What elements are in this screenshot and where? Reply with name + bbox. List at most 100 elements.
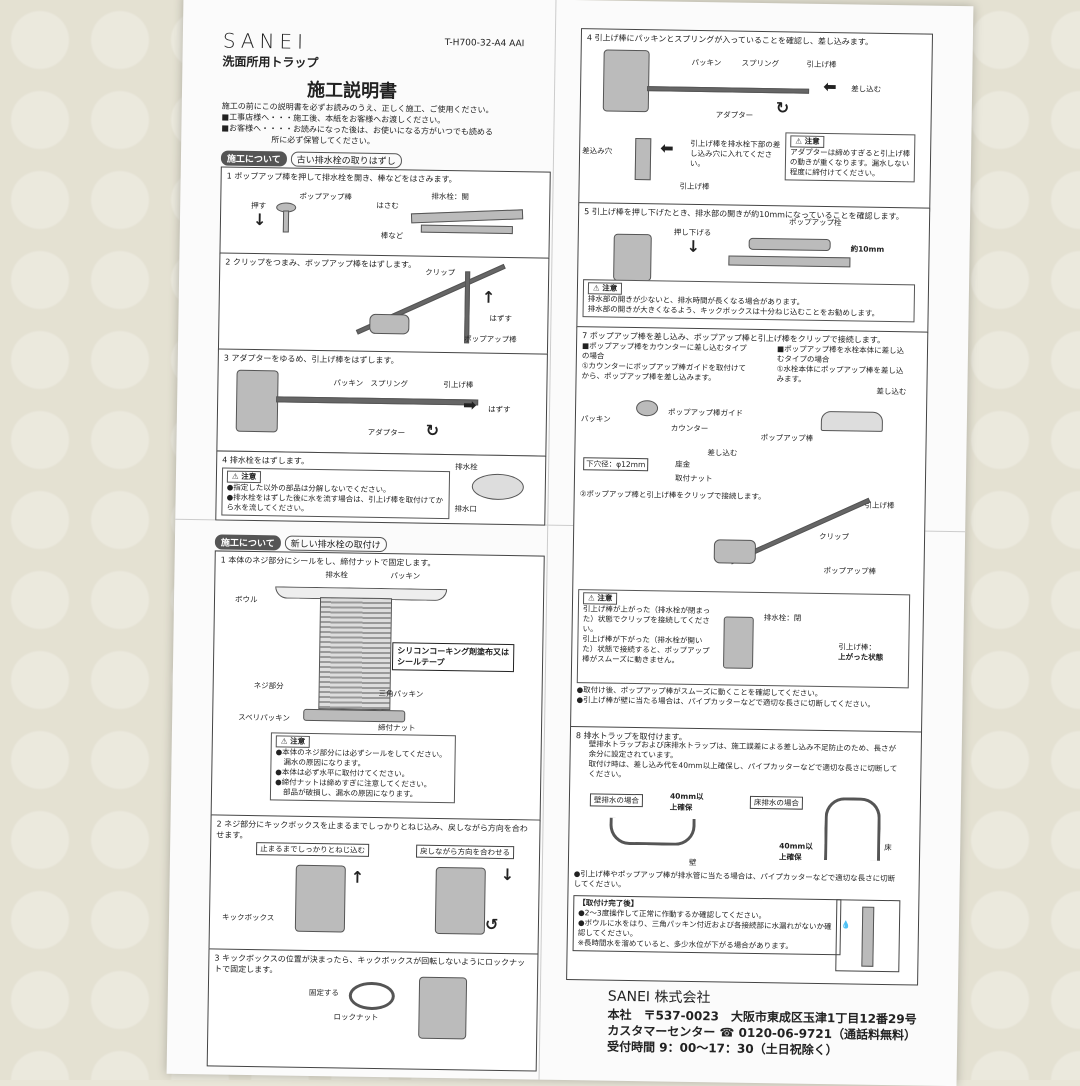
diagram-label: カウンター [670,423,709,434]
step-text: 1 ポップアップ棒を押して排水栓を開き、棒などをはさみます。 [226,171,457,185]
diagram-label: はさむ [376,200,399,211]
diagram-label: 引上げ棒 [806,59,837,70]
diagram-label: 壁排水の場合 [589,793,644,808]
popup-rod-guide [635,400,659,417]
diagram-label: クリップ [819,531,850,542]
completion-check-box: 【取付け完了後】 ●2〜3度操作して正常に作動するか確認してください。 ●ボウル… [572,895,842,956]
footer-contact: 本社 〒537-0023 大阪市東成区玉津1丁目12番29号 カスタマーセンター… [607,1007,917,1060]
diagram-label: 締付ナット [377,723,416,733]
diagram-label: 差し込む [876,386,907,397]
caution-box: ⚠ 注意 アダプターは締めすぎると引上げ棒の動きが重くなります。漏水しない程度に… [784,132,916,183]
step-text: 3 アダプターをゆるめ、引上げ棒をはずします。 [223,353,399,366]
section-header-install: 施工について 新しい排水栓の取付け [214,534,387,553]
drain-plug [471,473,525,501]
diagram-label: 戻しながら方向を合わせる [415,844,515,860]
step7-type-b: ■ポップアップ棒を水栓本体に差し込むタイプの場合 ①水栓本体にポップアップ棒を差… [776,344,907,386]
removal-step-1: 1 ポップアップ棒を押して排水栓を開き、棒などをはさみます。 押す ↓ ポップア… [219,166,551,260]
rotate-icon: ↻ [425,420,440,440]
drain-body [613,233,652,282]
sealant-callout: シリコンコーキング剤塗布又は シールテープ [391,642,515,673]
wall-trap [609,817,696,847]
document-title: 施工説明書 [306,79,398,103]
step7-type-a: ■ポップアップ棒をカウンターに差し込むタイプの場合 ①カウンターにポップアップ棒… [581,341,752,384]
step-text: 5 引上げ棒を押し下げたとき、排水部の開きが約10mmになっていることを確認しま… [584,207,904,222]
install-step-2: 2 ネジ部分にキックボックスを止まるまでしっかりとねじ込み、戻しながら方向を合わ… [208,814,541,956]
lock-nut-ring [348,981,396,1011]
diagram-label: 三角パッキン [378,689,424,699]
popup-rod [282,210,290,233]
diagram-label: 排水口 [454,504,478,514]
diagram-label: 上がった状態 [838,652,884,662]
diagram-label: 排水栓 [325,570,348,580]
removal-step-4: 4 排水栓をはずします。 ⚠ 注意 ●指定した以外の部品は分解しないでください。… [215,450,547,526]
diagram-label: スプリング [741,58,780,69]
completion-illustration: 💧 [835,899,901,973]
install-step-7: 7 ポップアップ棒を差し込み、ポップアップ棒と引上げ棒をクリップで接続します。 … [570,326,929,736]
diagram-label: 差込み穴 [582,146,613,156]
drain-body [235,369,279,433]
arrow-left-icon: ⬅ [823,76,837,97]
step-text: 4 引上げ棒にパッキンとスプリングが入っていることを確認し、差し込みます。 [586,33,874,47]
instruction-sheet: SANEI 洗面所用トラップ T-H700-32-A4 AAI 施工説明書 施工… [166,0,974,1086]
pull-rod [276,396,479,406]
drain-body [369,313,410,335]
rotate-icon: ↺ [484,914,499,934]
dimension-label: 40mm以上確保 [669,791,704,812]
caution-header: ⚠ 注意 [587,282,623,295]
step8-text: 壁排水トラップおよび床排水トラップは、施工誤差による差し込み不足防止のため、長さ… [588,739,899,784]
diagram-label: 下穴径：φ12mm [583,457,649,472]
diagram-label: 引上げ棒を排水栓下部の差し込み穴に入れてください。 [689,138,781,169]
diagram-label: 床排水の場合 [749,795,803,810]
removal-step-3: 3 アダプターをゆるめ、引上げ棒をはずします。 パッキン スプリング 引上げ棒 … [216,348,548,457]
arrow-right-icon: ➡ [462,395,477,415]
step7-notes: ●取付け後、ポップアップ棒がスムーズに動くことを確認してください。 ●引上げ棒が… [576,685,875,710]
section-tag: 施工について [220,150,287,167]
removal-step-2: 2 クリップをつまみ、ポップアップ棒をはずします。 クリップ はずす ↑ ポップ… [217,252,550,356]
footer-company: SANEI 株式会社 [607,988,711,1007]
popup-plug [748,237,831,252]
step-text: 3 キックボックスの位置が決まったら、キックボックスが回転しないようにロックナッ… [214,953,526,975]
diagram-label: 引上げ棒 [443,379,474,390]
section-tag: 施工について [214,534,281,551]
diagram-label: 引上げ棒： [838,642,876,652]
section-label: 新しい排水栓の取付け [284,535,387,553]
rotate-icon: ↻ [775,98,790,118]
caution-box: ⚠ 注意 ●本体のネジ部分には必ずシールをしてください。 漏水の原因になります。… [269,732,456,804]
drain-flange [728,255,851,268]
diagram-label: 壁 [688,857,697,868]
arrow-left-icon: ⬅ [660,138,674,158]
callout-line: シールテープ [396,657,445,668]
arrow-down-icon: ↓ [252,209,267,230]
drain-pipe [861,906,875,967]
diagram-label: 引上げ棒 [679,181,710,192]
diagram-label: スベリパッキン [238,712,290,723]
diagram-label: ポップアップ栓 [788,217,842,228]
drain-body [723,616,754,669]
note-line: ①カウンターにポップアップ棒ガイドを取付けてから、ポップアップ棒を差し込みます。 [581,361,747,383]
water-drop-icon: 💧 [840,920,851,930]
caution-line: 引上げ棒が上がった（排水栓が閉まった）状態でクリップを接続してください。 [582,604,711,634]
faucet [820,410,884,432]
diagram-label: 止まるまでしっかりとねじ込む [256,842,370,857]
diagram-label: パッキン [580,414,611,424]
diagram-label: 差し込む [851,84,882,94]
arrow-down-icon: ↓ [686,236,701,257]
install-step-5: 5 引上げ棒を押し下げたとき、排水部の開きが約10mmになっていることを確認しま… [576,202,931,334]
diagram-label: ポップアップ棒 [299,191,352,202]
diagram-label: パッキン [390,571,421,581]
diagram-label: 差し込む [707,448,738,458]
fold-line-vertical [538,0,557,1080]
lock-nut [303,708,406,723]
diagram-label: クリップ [425,267,456,278]
diagram-label: 排水栓 [455,462,478,472]
diagram-label: パッキン [691,57,722,68]
note-line: 取付け時は、差し込み代を40mm以上確保し、パイプカッターなどで適切な長さに切断… [588,759,898,779]
caution-header: ⚠ 注意 [275,735,311,748]
diagram-label: ネジ部分 [253,681,284,691]
caution-header: ⚠ 注意 [226,470,262,484]
caution-box: ⚠ 注意 引上げ棒が上がった（排水栓が閉まった）状態でクリップを接続してください… [576,589,911,689]
install-step-4: 4 引上げ棒にパッキンとスプリングが入っていることを確認し、差し込みます。 パッ… [578,28,933,212]
caution-header: ⚠ 注意 [790,135,825,148]
model-code: T-H700-32-A4 AAI [444,37,525,50]
note-line: ■ポップアップ棒をカウンターに差し込むタイプの場合 [581,341,747,361]
